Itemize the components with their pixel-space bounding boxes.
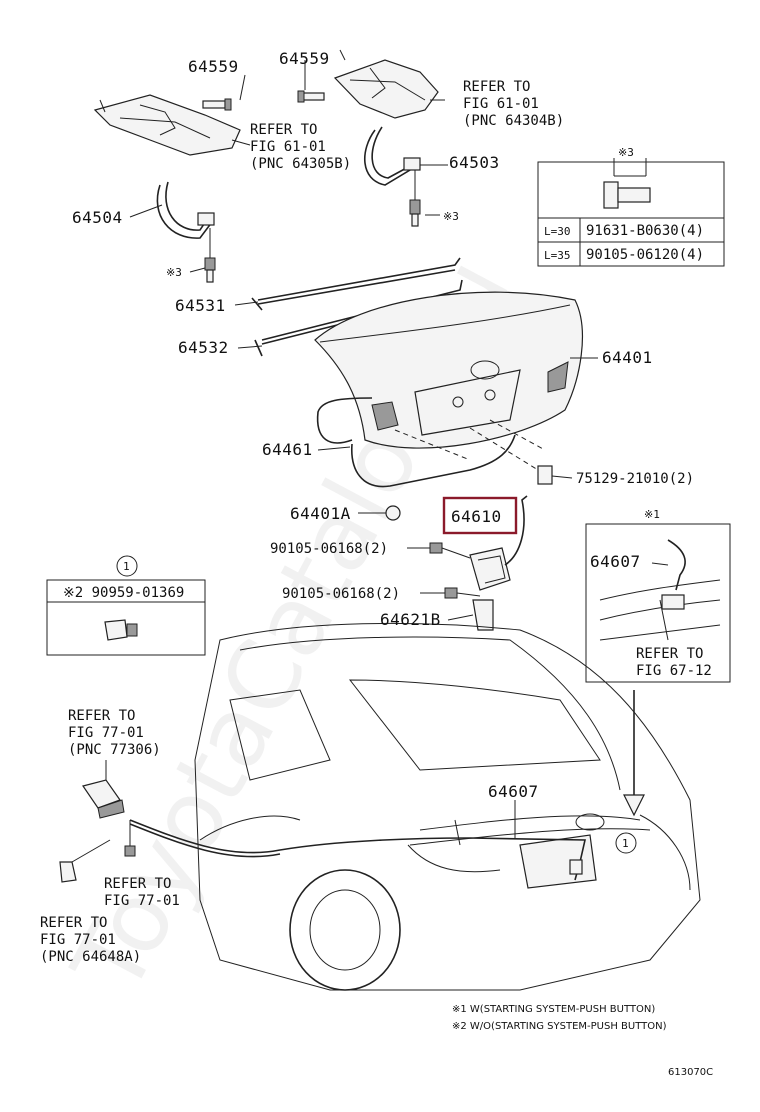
label-64461: 64461 <box>262 440 313 459</box>
label-64401: 64401 <box>602 348 653 367</box>
svg-text:REFER TO: REFER TO <box>463 79 530 95</box>
label-64559-right: 64559 <box>279 49 330 68</box>
trunk-hinge-right-illustration <box>333 49 439 119</box>
svg-text:FIG 77-01: FIG 77-01 <box>40 932 116 948</box>
label-90105-06168-upper: 90105-06168(2) <box>270 541 388 557</box>
label-64621b: 64621B <box>380 610 441 629</box>
svg-text:REFER TO: REFER TO <box>636 646 703 662</box>
svg-text:(PNC 77306): (PNC 77306) <box>68 742 161 758</box>
highlight-box-64610 <box>442 496 518 535</box>
bolt-64559-left <box>202 98 232 111</box>
refer-to-fig-67-12: REFER TO FIG 67-12 <box>636 646 712 679</box>
svg-text:FIG 61-01: FIG 61-01 <box>463 96 539 112</box>
torsion-bar-64531 <box>251 257 461 311</box>
label-64607-inset: 64607 <box>590 552 641 571</box>
note-3-left: ※3 <box>166 266 182 279</box>
refer-to-fig-77-01-64648a: REFER TO FIG 77-01 (PNC 64648A) <box>40 915 141 965</box>
refer-to-fig-61-01-64304b: REFER TO FIG 61-01 (PNC 64304B) <box>463 79 564 129</box>
hinge-bracket-64503 <box>363 126 421 227</box>
bolt-row-1-len: L=30 <box>544 225 571 238</box>
label-64503: 64503 <box>449 153 500 172</box>
label-64531: 64531 <box>175 296 226 315</box>
svg-text:REFER TO: REFER TO <box>40 915 107 931</box>
refer-to-fig-61-01-64305b: REFER TO FIG 61-01 (PNC 64305B) <box>250 122 351 172</box>
callout-circle-1-car <box>615 832 637 854</box>
car-callout-number: 1 <box>622 837 629 850</box>
svg-text:REFER TO: REFER TO <box>68 708 135 724</box>
inset-1-part-row: ※2 90959-01369 <box>63 585 184 601</box>
plug-64401a <box>385 505 401 521</box>
label-64607-car: 64607 <box>488 782 539 801</box>
footnote-2: ※2 W/O(STARTING SYSTEM-PUSH BUTTON) <box>452 1021 667 1032</box>
svg-text:(PNC 64304B): (PNC 64304B) <box>463 113 564 129</box>
hinge-bracket-64504 <box>156 181 216 283</box>
refer-to-fig-77-01-77306: REFER TO FIG 77-01 (PNC 77306) <box>68 708 161 758</box>
arrow-inset-to-car <box>623 690 645 817</box>
svg-text:(PNC 64305B): (PNC 64305B) <box>250 156 351 172</box>
footnote-1: ※1 W(STARTING SYSTEM-PUSH BUTTON) <box>452 1004 655 1015</box>
leader-lines <box>129 60 669 838</box>
bolt-row-2-len: L=35 <box>544 249 571 262</box>
opener-switch <box>59 760 136 883</box>
leader-dash-2 <box>469 427 539 471</box>
note-1-inset-title: ※1 <box>644 508 660 521</box>
bolt-table: ※3 L=30 91631-B0630(4) L=35 90105-06120(… <box>537 146 725 267</box>
trunk-lid-64401 <box>314 291 584 449</box>
label-64401a: 64401A <box>290 504 351 523</box>
lock-assembly-64610 <box>429 495 528 631</box>
inset-1-circle-number: 1 <box>123 560 130 573</box>
label-64610: 64610 <box>451 507 502 526</box>
label-64532: 64532 <box>178 338 229 357</box>
figure-code: 613070C <box>668 1067 713 1078</box>
bolt-64559-right <box>297 90 325 103</box>
label-90105-06168-lower: 90105-06168(2) <box>282 586 400 602</box>
svg-text:REFER TO: REFER TO <box>250 122 317 138</box>
svg-text:(PNC 64648A): (PNC 64648A) <box>40 949 141 965</box>
leader-dash-3 <box>394 429 471 461</box>
cushion-75129 <box>537 465 553 485</box>
svg-text:REFER TO: REFER TO <box>104 876 171 892</box>
label-75129-21010: 75129-21010(2) <box>576 471 694 487</box>
inset-box-1 <box>46 555 206 656</box>
svg-text:FIG 77-01: FIG 77-01 <box>68 725 144 741</box>
label-64504: 64504 <box>72 208 123 227</box>
svg-text:FIG 61-01: FIG 61-01 <box>250 139 326 155</box>
inset-box-start-system <box>585 523 731 683</box>
bolt-table-header: ※3 <box>618 146 634 159</box>
note-3-right: ※3 <box>443 210 459 223</box>
svg-text:FIG 77-01: FIG 77-01 <box>104 893 180 909</box>
svg-text:FIG 67-12: FIG 67-12 <box>636 663 712 679</box>
bolt-row-2-part: 90105-06120(4) <box>586 247 704 263</box>
weatherstrip-64461 <box>316 397 516 488</box>
car-body-illustration <box>129 622 701 991</box>
bolt-row-1-part: 91631-B0630(4) <box>586 223 704 239</box>
bolt-icon <box>603 181 619 209</box>
label-64559-left: 64559 <box>188 57 239 76</box>
trunk-hinge-left-illustration <box>93 94 241 156</box>
leader-dash-1 <box>489 419 546 451</box>
refer-to-fig-77-01: REFER TO FIG 77-01 <box>104 876 180 909</box>
